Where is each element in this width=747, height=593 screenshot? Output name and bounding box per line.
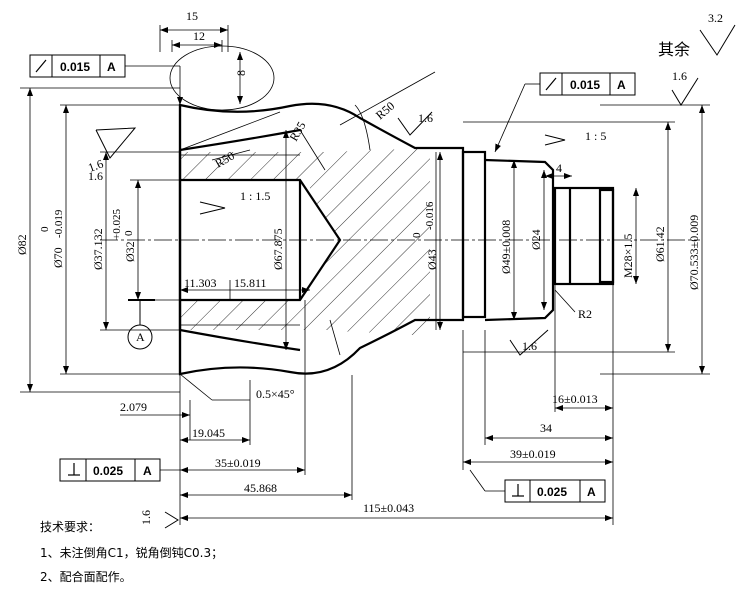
frame-1-datum: A xyxy=(107,60,116,74)
roughness-1-6-c: 1.6 xyxy=(88,169,103,183)
roughness-other-label: 其余 xyxy=(658,40,691,59)
dim-15: 15 xyxy=(186,9,198,23)
dim-4: 4 xyxy=(556,161,562,175)
dim-dia-67: Ø67.875 xyxy=(271,228,285,270)
dim-dia-43-upper: 0 xyxy=(411,232,423,238)
dim-dia-61: Ø61.42 xyxy=(653,226,667,262)
dim-115: 115±0.043 xyxy=(363,501,414,515)
dim-8: 8 xyxy=(234,70,248,76)
datum-label: A xyxy=(136,330,145,344)
frame-3-value: 0.025 xyxy=(93,464,123,478)
tolerance-frame-2: 0.015 A xyxy=(539,72,636,96)
dim-dia-49: Ø49±0.008 xyxy=(499,220,513,274)
radius-r35: R35 xyxy=(286,119,308,143)
frame-2-datum: A xyxy=(617,78,626,92)
dim-dia-70-lower: -0.019 xyxy=(53,209,65,238)
dim-16: 16±0.013 xyxy=(552,392,598,406)
frame-leaders xyxy=(125,65,540,492)
dim-dia-37: Ø37.132 xyxy=(91,228,105,270)
dim-thread: M28×1.5 xyxy=(621,234,635,278)
radius-r2: R2 xyxy=(578,307,592,321)
dim-dia-43: Ø43 xyxy=(425,249,439,270)
dim-15811: 15.811 xyxy=(234,276,267,290)
notes-line-1: 1、未注倒角C1，锐角倒钝C0.3； xyxy=(40,546,224,560)
dim-chamfer: 0.5×45° xyxy=(256,387,295,401)
frame-3-datum: A xyxy=(143,464,152,478)
dim-dia-43-lower: -0.016 xyxy=(424,201,436,230)
roughness-1-6-e: 1.6 xyxy=(522,339,537,353)
roughness-texts: 3.2 1.6 1.6 1.6 1.6 1.6 1.6 xyxy=(86,11,723,525)
detail-lines xyxy=(179,104,437,356)
dim-19045: 19.045 xyxy=(192,426,225,440)
tolerance-frame-3: 0.025 A xyxy=(59,458,161,482)
dim-dia-32-upper: +0.025 xyxy=(111,209,123,240)
dim-34: 34 xyxy=(540,421,552,435)
dim-dia-70: Ø70 xyxy=(51,247,65,268)
dim-dia-82: Ø82 xyxy=(15,234,29,255)
radius-r50-top: R50 xyxy=(373,99,397,123)
notes-title: 技术要求： xyxy=(40,520,101,534)
dim-11303: 11.303 xyxy=(184,276,217,290)
dim-45868: 45.868 xyxy=(244,481,277,495)
notes-line-2: 2、配合面配作。 xyxy=(40,570,132,584)
taper-1-5: 1 : 5 xyxy=(585,129,606,143)
roughness-symbols xyxy=(95,24,736,529)
dim-dia-70533: Ø70.533±0.009 xyxy=(687,215,701,290)
roughness-1-6-f: 1.6 xyxy=(139,510,153,525)
dimension-lines xyxy=(20,25,710,525)
dim-dia-70-upper: 0 xyxy=(39,226,51,232)
taper-1-1-5: 1 : 1.5 xyxy=(240,189,270,203)
frame-4-value: 0.025 xyxy=(537,485,567,499)
dim-dia-32: Ø32 xyxy=(123,241,137,262)
datum-a xyxy=(127,299,155,350)
roughness-1-6-a: 1.6 xyxy=(672,69,687,83)
dim-dia-24: Ø24 xyxy=(529,229,543,250)
dim-12: 12 xyxy=(193,29,205,43)
tolerance-frame-4: 0.025 A xyxy=(504,479,606,503)
frame-1-value: 0.015 xyxy=(60,60,90,74)
dim-2079: 2.079 xyxy=(120,400,147,414)
roughness-1-6-d: 1.6 xyxy=(418,111,433,125)
roughness-1-6-b: 1.6 xyxy=(86,157,105,175)
dim-39: 39±0.019 xyxy=(510,447,556,461)
dim-dia-32-lower: 0 xyxy=(123,230,135,236)
dim-35: 35±0.019 xyxy=(215,456,261,470)
frame-2-value: 0.015 xyxy=(570,78,600,92)
roughness-other-value: 3.2 xyxy=(708,11,723,25)
tolerance-frame-1: 0.015 A xyxy=(29,54,126,78)
frame-4-datum: A xyxy=(587,485,596,499)
